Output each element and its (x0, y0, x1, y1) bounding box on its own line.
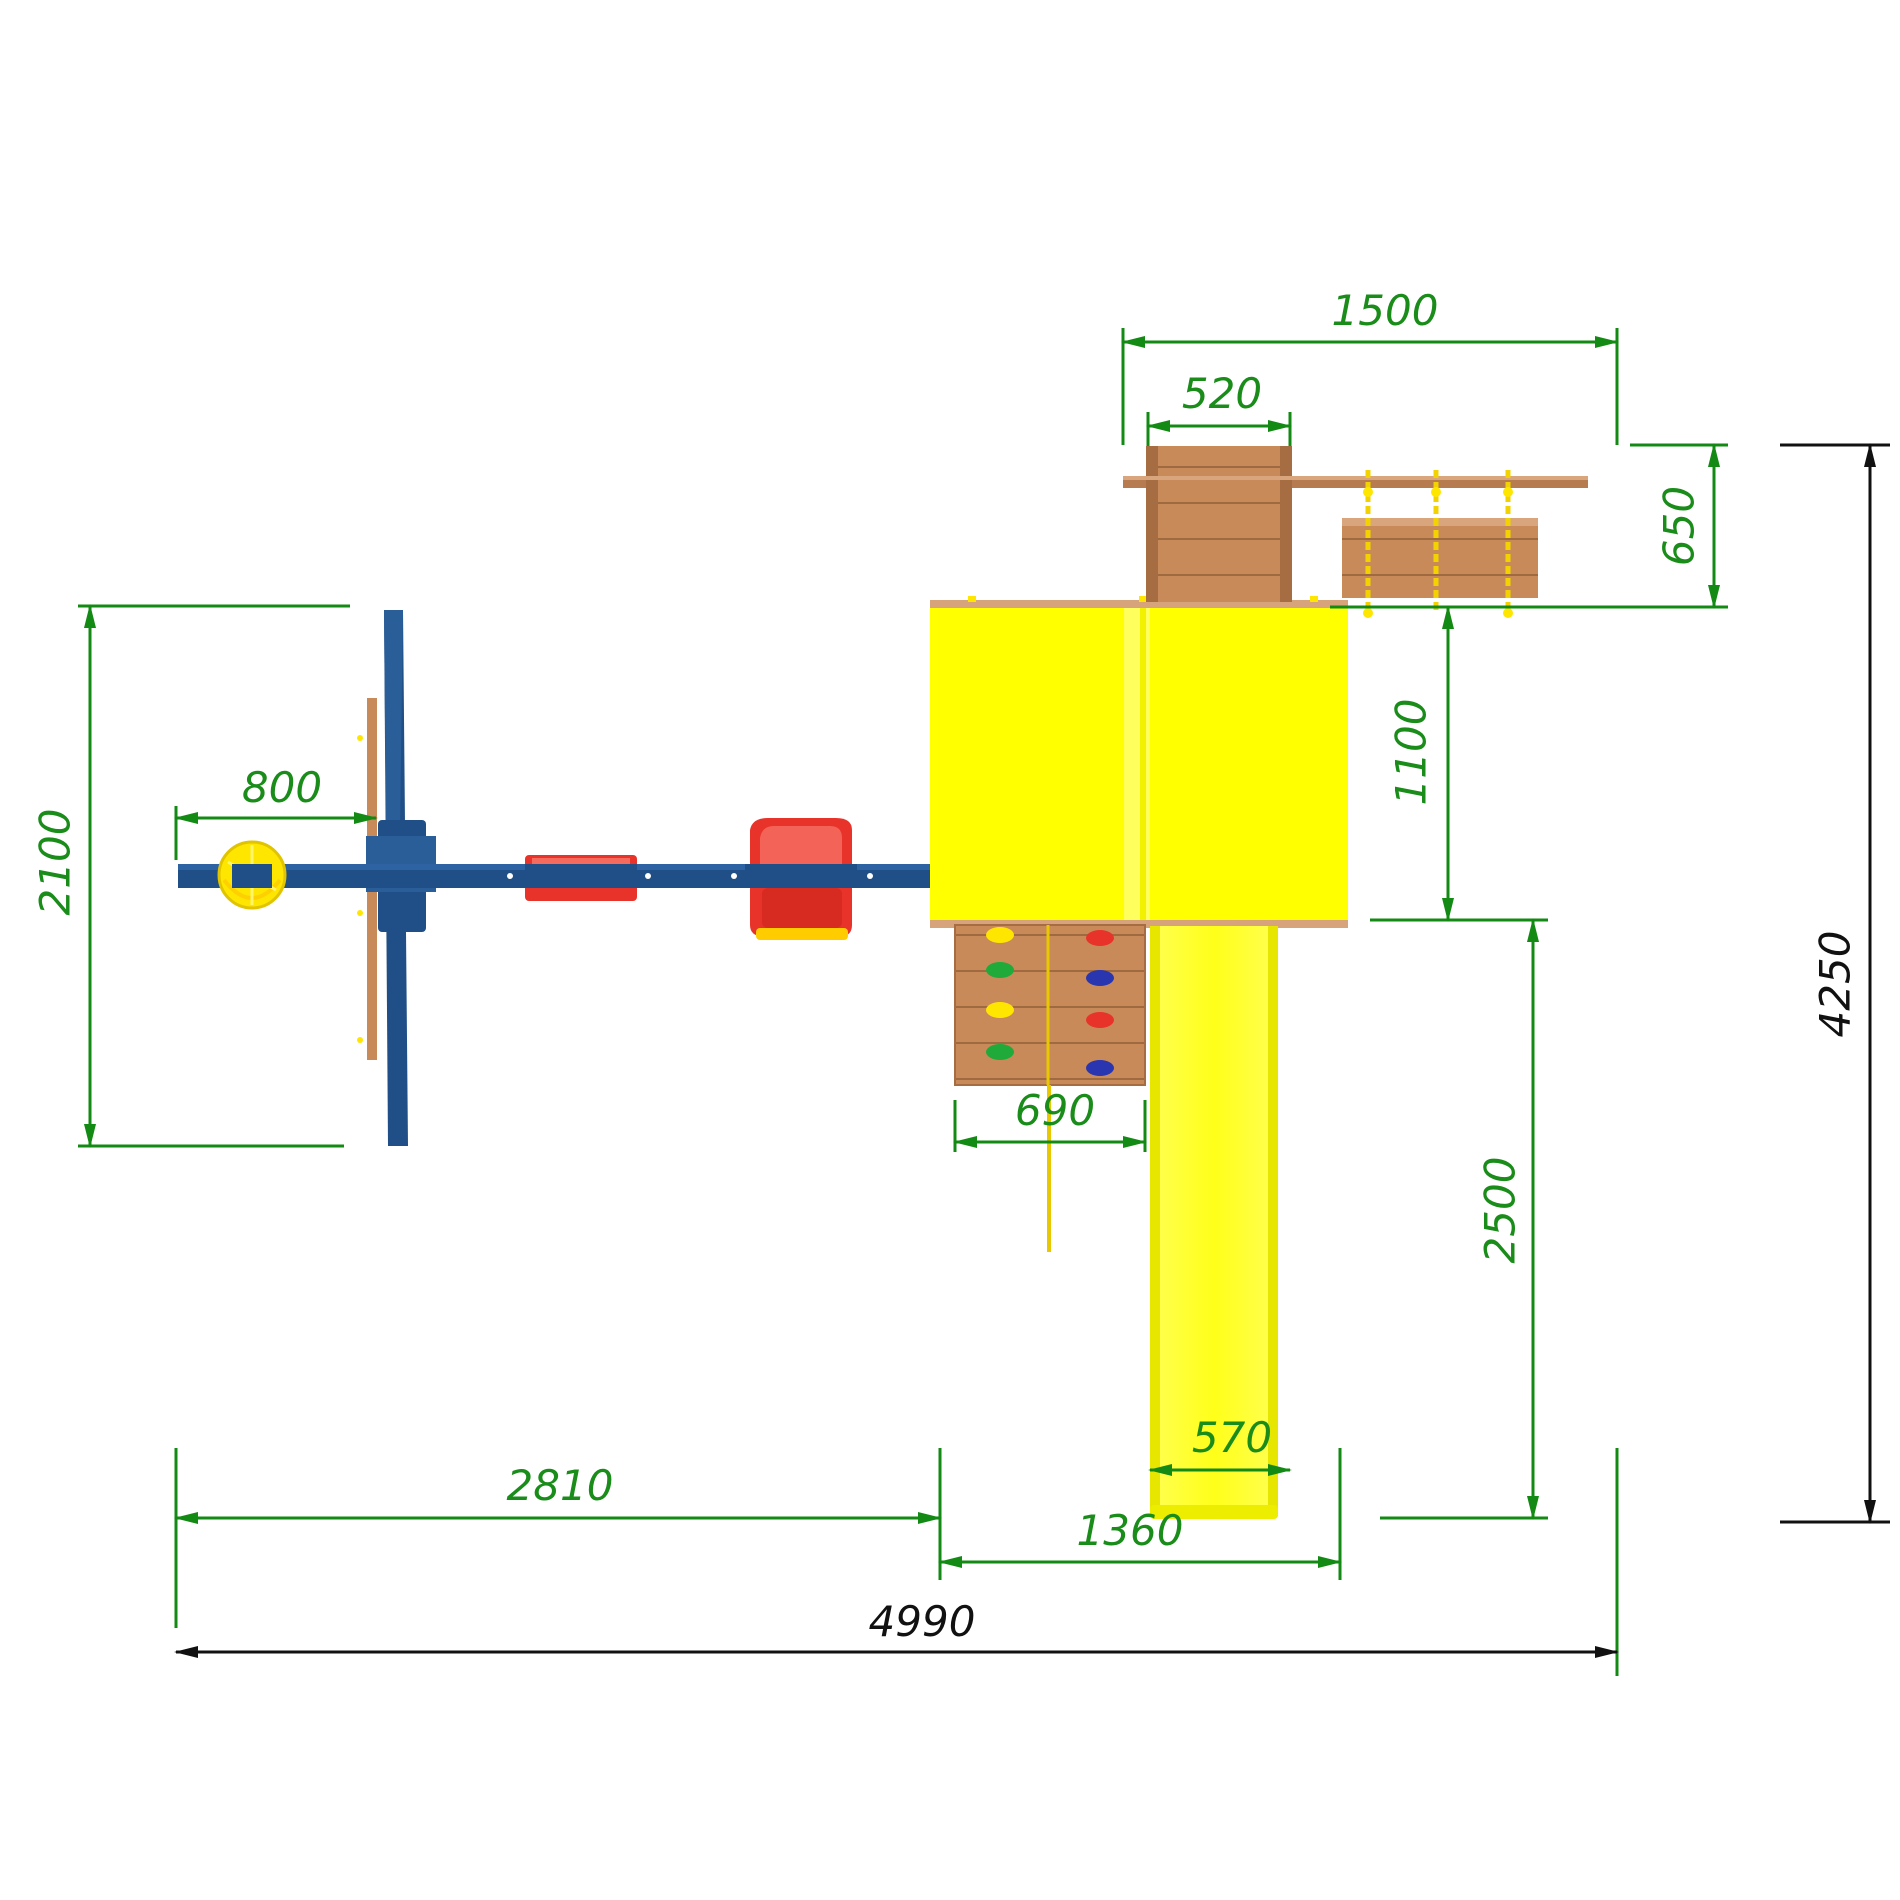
slide (1150, 926, 1278, 1519)
canopy-seam (1124, 608, 1150, 920)
dimension-2810: 2810 (174, 1448, 942, 1628)
dimension-1100: 1100 (1370, 605, 1548, 922)
dimension-label-4990: 4990 (869, 1597, 976, 1646)
flat-swing-seat (525, 855, 637, 901)
dimension-label-2810: 2810 (507, 1461, 614, 1510)
tower-bottom-rim (930, 918, 1348, 928)
dimension-label-2100: 2100 (31, 809, 80, 916)
climbing-wall (954, 924, 1146, 1086)
dimension-label-570: 570 (1192, 1413, 1272, 1462)
frame-bolt (357, 735, 363, 741)
dimension-570: 570 (1148, 1413, 1292, 1476)
dimension-label-1100: 1100 (1387, 699, 1436, 806)
dimension-520: 520 (1146, 369, 1292, 446)
rim-bolts (968, 596, 1318, 602)
tower-ladder (1123, 446, 1588, 602)
baby-swing-seat (745, 818, 857, 940)
dimension-650: 650 (1330, 443, 1728, 609)
dimension-label-2500: 2500 (1476, 1157, 1525, 1264)
climbing-holds (986, 927, 1114, 1076)
beam-holes (243, 873, 873, 879)
dimension-4250: 4250 (1780, 443, 1890, 1524)
dimension-690: 690 (953, 1086, 1147, 1152)
rope-bridge (1342, 470, 1538, 618)
dimension-label-800: 800 (242, 763, 322, 812)
frame-bolt (357, 910, 363, 916)
frame-bolt (357, 1037, 363, 1043)
dimension-1500: 1500 (1121, 286, 1619, 445)
frame-leg-highlight (384, 610, 403, 830)
disc-swing (217, 840, 287, 910)
dimension-label-650: 650 (1655, 486, 1704, 566)
dimension-label-690: 690 (1015, 1086, 1095, 1135)
dimension-label-1360: 1360 (1077, 1506, 1184, 1555)
dimension-4990: 4990 (174, 1448, 1619, 1676)
dimension-label-4250: 4250 (1811, 931, 1860, 1038)
dimension-label-1500: 1500 (1332, 286, 1439, 335)
dimension-1360: 1360 (938, 1448, 1342, 1580)
dimension-2500: 2500 (1380, 918, 1548, 1520)
dimension-2100: 2100 (31, 604, 350, 1148)
dimension-label-520: 520 (1182, 369, 1262, 418)
dimension-800: 800 (174, 763, 378, 860)
tower-top-rim (930, 600, 1348, 610)
canopy-seam-shadow (1140, 608, 1146, 920)
